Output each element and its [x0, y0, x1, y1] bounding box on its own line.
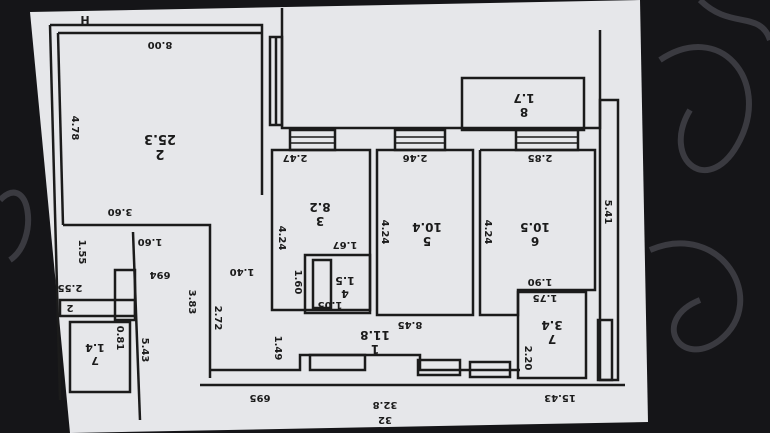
dimension-label: 1.49	[272, 336, 283, 361]
dimension-label: 1.75	[533, 292, 558, 303]
dimension-label: 2.85	[528, 152, 553, 163]
room-number: 8	[520, 105, 528, 119]
dimension-label: 2.20	[522, 346, 533, 371]
dimension-label: 1.90	[528, 276, 553, 287]
dimension-label: 0.81	[114, 326, 125, 351]
dimension-label: 8.00	[148, 39, 173, 50]
room-area: 8.2	[309, 200, 330, 214]
dimension-label: 15.43	[544, 392, 576, 403]
room-area: 3.4	[541, 318, 562, 332]
dimension-label: 1.60	[292, 270, 303, 295]
room-number: 4	[341, 287, 349, 300]
window-marks	[290, 136, 578, 144]
dimension-label: 695	[250, 392, 271, 403]
dimension-labels: 8.00 4.78 3.60 2.47 4.24 1.67 2.46 4.24 2.85 4.24…	[58, 39, 613, 425]
room-area: 10.5	[520, 220, 550, 234]
dimension-label: 32	[378, 414, 392, 425]
walls	[48, 8, 625, 421]
dimension-label: 32.8	[373, 399, 398, 410]
room-number: 7	[548, 332, 556, 346]
dimension-label: 4.78	[69, 116, 80, 141]
background-swirls	[0, 0, 770, 353]
dimension-label: 1.67	[333, 239, 358, 250]
room-area: 11.8	[360, 328, 390, 342]
dimension-label: 1.40	[230, 266, 255, 277]
dimension-label: 1.55	[76, 240, 87, 265]
room-number: 1	[371, 342, 379, 356]
room-area: 25.3	[144, 131, 176, 146]
room-number: 5	[423, 234, 431, 248]
dimension-label: 2.47	[283, 152, 308, 163]
north-mark: H	[80, 13, 89, 26]
dimension-label: 2.72	[212, 306, 223, 331]
room-number: 2	[155, 146, 164, 161]
dimension-label: 4.24	[482, 220, 493, 245]
room-area: 1.7	[513, 91, 534, 105]
dimension-label: 2.55	[58, 282, 83, 293]
dimension-label: 1.05	[318, 299, 343, 310]
dimension-label: 4.24	[276, 226, 287, 251]
room-labels: 2 25.3 3 8.2 5 10.4 6 10.5 8 1.7 1 11.8 …	[85, 91, 563, 367]
dimension-label: 2.46	[403, 152, 428, 163]
room-area: 1.5	[335, 274, 355, 287]
dimension-label: 3.60	[108, 206, 133, 217]
dimension-label: 5.43	[139, 338, 150, 363]
dimension-label: 4.24	[379, 220, 390, 245]
dimension-label: 1.60	[138, 236, 163, 247]
room-area: 1.4	[85, 341, 105, 354]
dimension-label: 2	[66, 302, 73, 313]
dimension-label: 8.45	[398, 319, 423, 330]
dimension-label: 694	[150, 269, 171, 280]
room-area: 10.4	[412, 220, 442, 234]
room-number: 6	[531, 234, 539, 248]
dimension-label: 5.41	[602, 200, 613, 225]
paper-sheet	[30, 0, 648, 433]
room-number: 7	[91, 354, 99, 367]
room-number: 3	[316, 214, 324, 228]
dimension-label: 3.83	[186, 290, 197, 315]
